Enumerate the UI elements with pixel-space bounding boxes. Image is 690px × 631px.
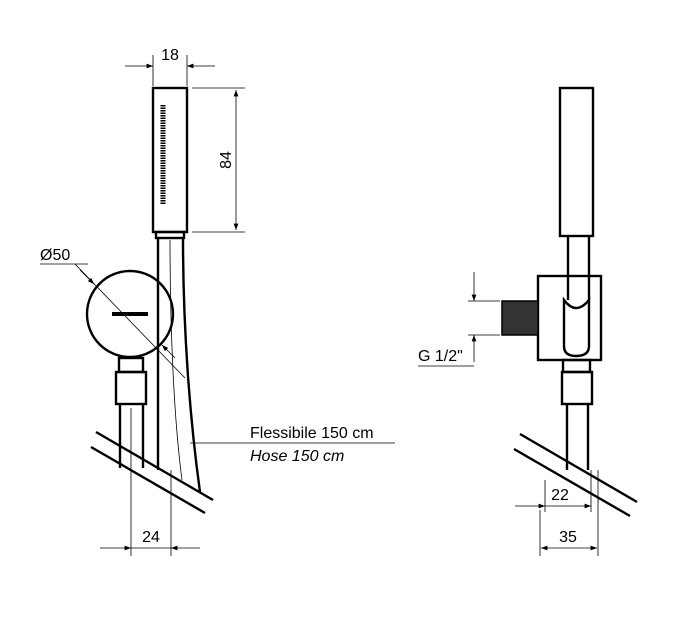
width-dimension: 18 xyxy=(161,47,179,64)
front-view: 18 84 Ø50 Flessibile 150 cm Hose 150 cm … xyxy=(40,47,395,556)
depth-dimension-35: 35 xyxy=(559,529,577,546)
handshower-side xyxy=(558,86,595,238)
wall-line-side xyxy=(519,432,638,504)
logo-mark xyxy=(112,312,148,316)
thread-connector xyxy=(501,300,539,336)
height-dimension: 84 xyxy=(218,151,235,169)
diameter-dimension: Ø50 xyxy=(40,247,70,264)
side-view: G 1/2" 22 35 xyxy=(418,86,638,556)
handshower-body xyxy=(151,86,189,234)
thread-dimension: G 1/2" xyxy=(418,348,463,365)
hose-label-it: Flessibile 150 cm xyxy=(250,425,374,442)
depth-dimension-22: 22 xyxy=(551,487,569,504)
hose-label-en: Hose 150 cm xyxy=(250,448,344,465)
wall-line xyxy=(95,430,214,502)
offset-dimension: 24 xyxy=(142,529,160,546)
wall-bracket xyxy=(536,274,603,362)
hose-connector xyxy=(114,370,148,406)
hose-right-edge xyxy=(181,237,202,493)
